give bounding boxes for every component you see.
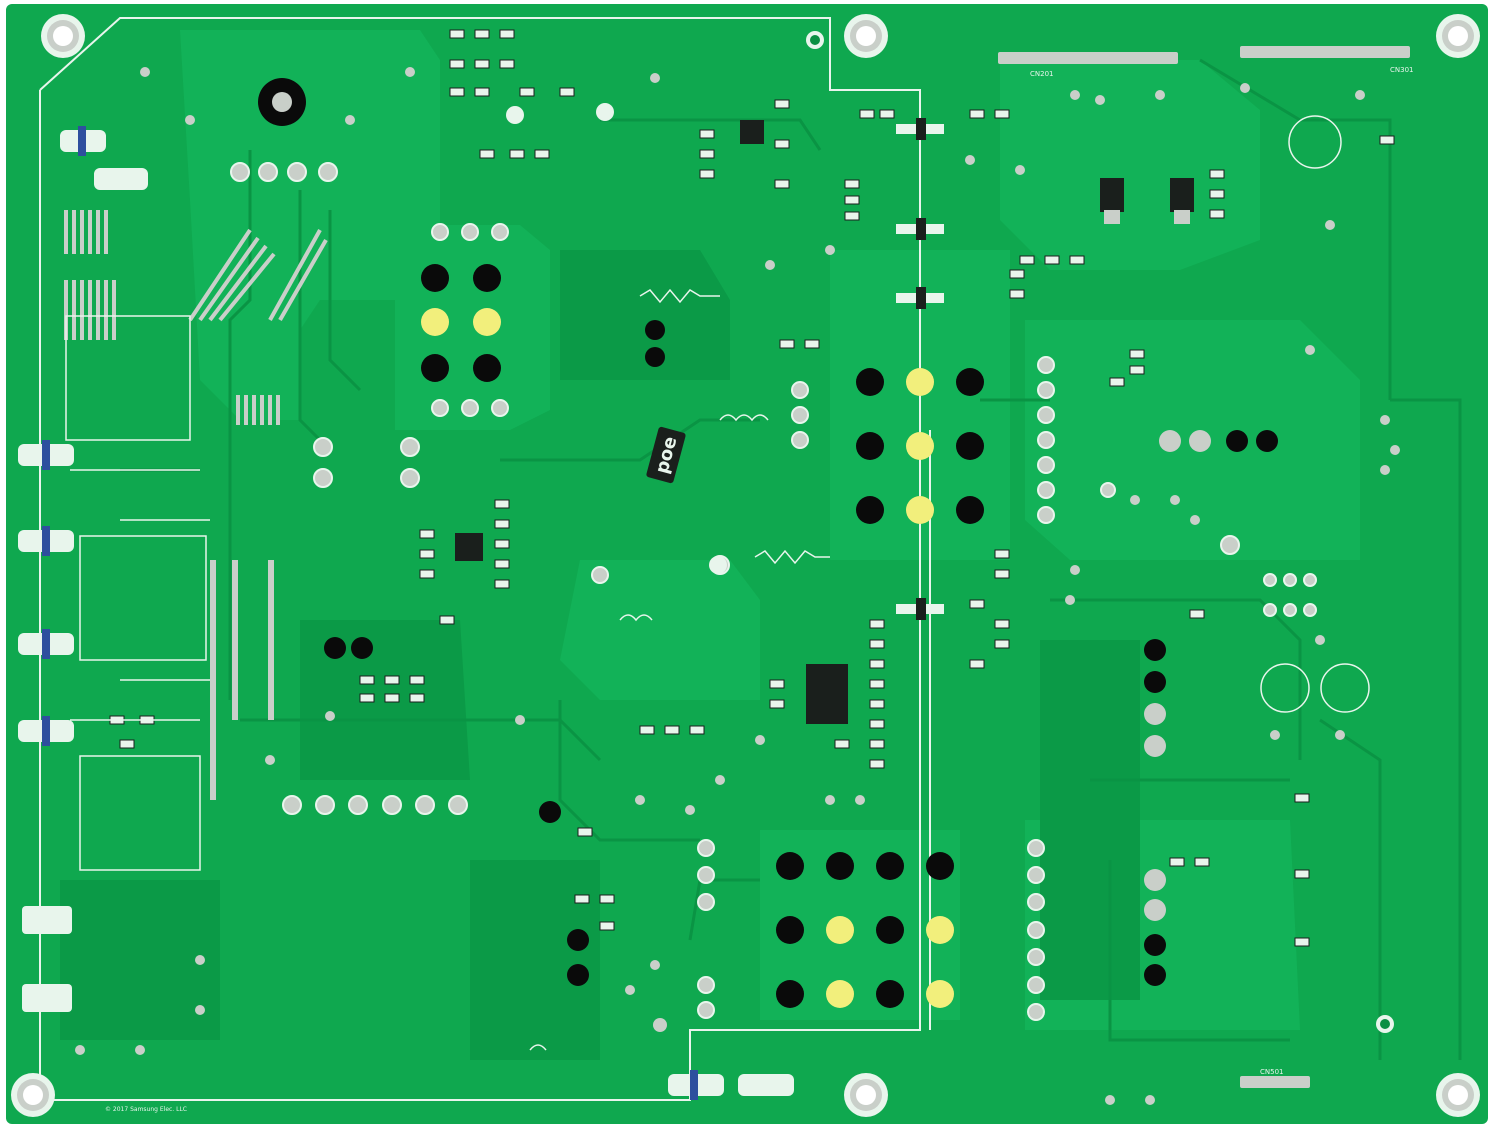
- resistor-arrays: [109, 29, 1395, 947]
- through-holes-large: [324, 264, 1278, 1008]
- connector-label-cn301: CN301: [1390, 66, 1414, 74]
- connector-label-cn501: CN501: [1260, 1068, 1284, 1076]
- footer-note: © 2017 Samsung Elec. LLC: [105, 1106, 187, 1113]
- transformer-footprints: [65, 115, 1370, 871]
- pad-strips: [64, 210, 280, 800]
- diagonal-traces: [188, 228, 328, 322]
- jumper-components: [18, 126, 794, 1100]
- connector-label-cn201: CN201: [1030, 70, 1054, 78]
- header-connectors: [998, 46, 1410, 1088]
- smd-components: [455, 118, 1194, 724]
- inspection-stamp: poe: [646, 426, 686, 484]
- silk-symbols: [70, 288, 830, 1051]
- mounting-holes: [11, 14, 1480, 1117]
- vias: [75, 67, 1400, 1105]
